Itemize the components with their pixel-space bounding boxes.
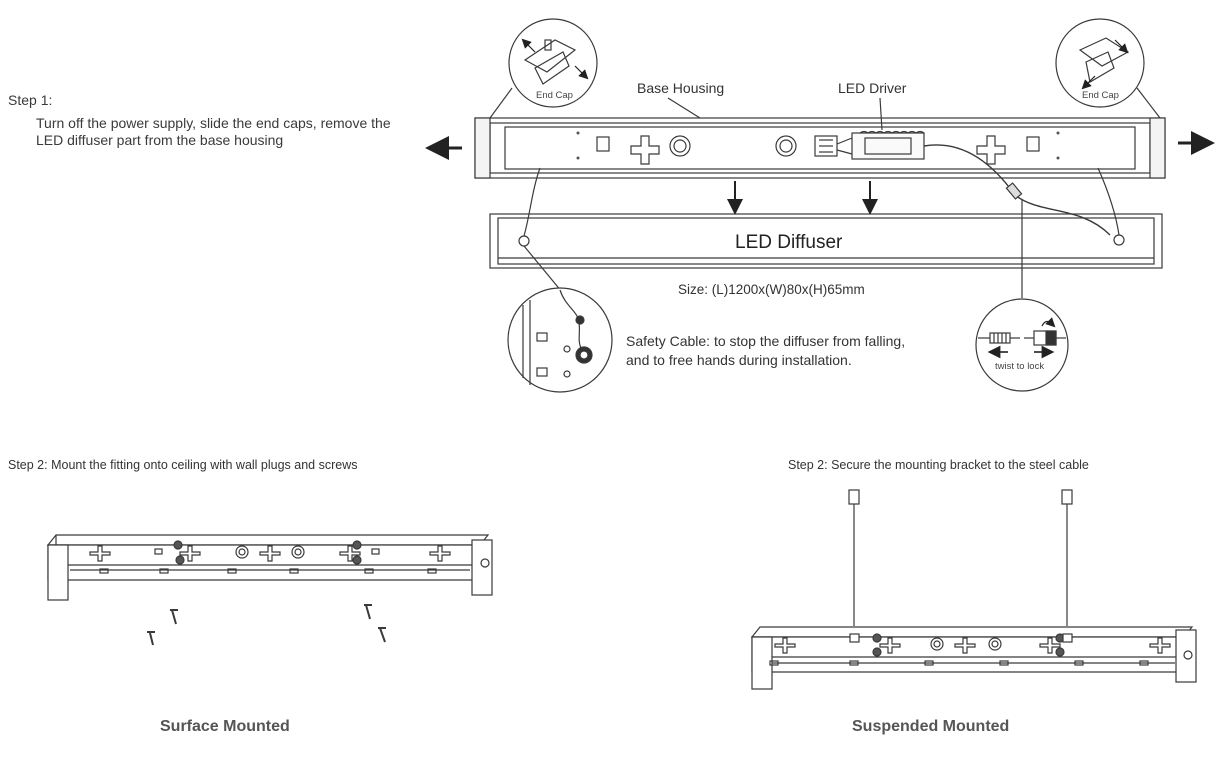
surface-mounted-caption: Surface Mounted [160,718,290,735]
cable-connector [1005,182,1023,200]
suspended-mounted-caption: Suspended Mounted [852,718,1010,735]
suspended-mounted-fitting [750,626,1197,690]
twist-lock-zoom: twist to lock [975,298,1069,392]
led-driver-leader [879,97,883,131]
end-cap-left-label: End Cap [536,90,573,101]
base-housing [474,117,1166,179]
safety-cable [1097,167,1120,236]
safety-leader [523,245,563,293]
step1-title: Step 1: [8,92,53,108]
step2-suspended-instruction: Step 2: Secure the mounting bracket to t… [788,458,1089,472]
twist-to-lock-label: twist to lock [995,361,1044,372]
step1-instructions: Turn off the power supply, slide the end… [36,115,391,148]
suspension-cables [848,489,1073,626]
end-cap-callout-left: End Cap [489,18,598,119]
safety-cable-label: Safety Cable: to stop the diffuser from … [626,333,906,368]
led-driver-label: LED Driver [838,80,907,96]
size-label: Size: (L)1200x(W)80x(H)65mm [678,282,865,297]
step2-surface-instruction: Step 2: Mount the fitting onto ceiling w… [8,458,358,472]
base-housing-leader [667,97,701,119]
safety-cable-zoom [507,287,613,393]
led-diffuser [489,213,1163,269]
end-cap-right-label: End Cap [1082,90,1119,101]
surface-mounted-fitting [46,534,493,601]
base-housing-label: Base Housing [637,80,725,96]
led-diffuser-label: LED Diffuser [735,232,843,253]
end-cap-callout-right: End Cap [1055,18,1161,119]
screws [147,604,386,646]
safety-cable [523,167,541,237]
